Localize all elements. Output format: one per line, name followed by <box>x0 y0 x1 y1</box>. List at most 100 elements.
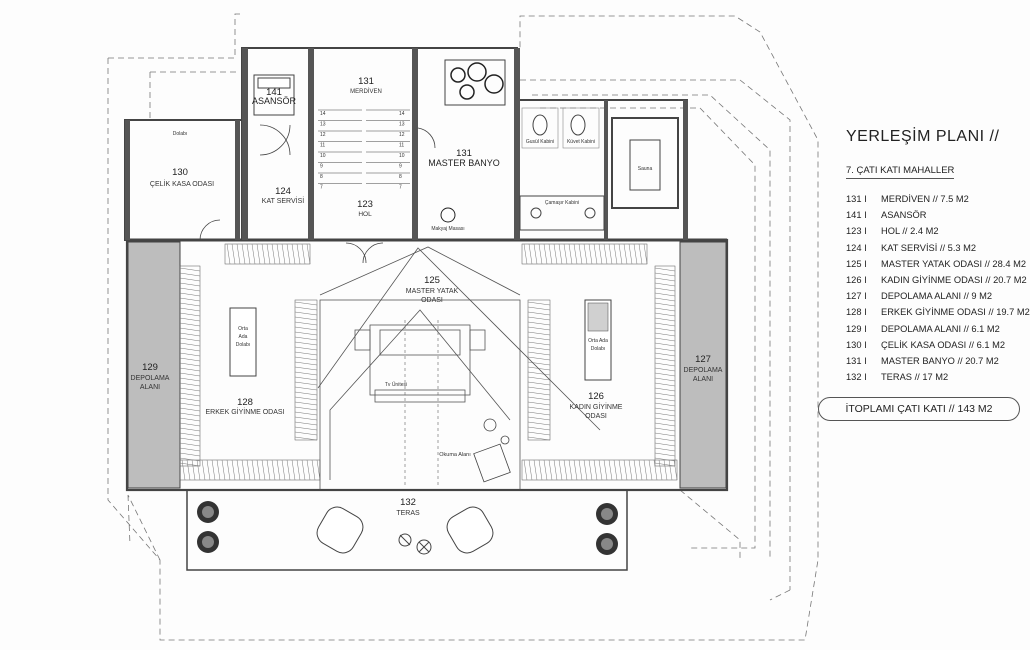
orta-ada-right-2: Dolabı <box>591 346 605 352</box>
room-124-name: KAT SERVİSİ <box>262 196 304 205</box>
stair-lines <box>318 109 410 184</box>
room-131b-num: 131 <box>456 148 472 159</box>
stair-number-left: 9 <box>320 164 323 170</box>
orta-ada-left-3: Dolabı <box>236 342 250 348</box>
room-129-num: 129 <box>142 362 158 373</box>
room-127-name2: ALANI <box>693 376 713 383</box>
room-129-name1: DEPOLAMA <box>131 375 170 382</box>
legend-item-code: 127 I <box>846 291 867 302</box>
legend-item-code: 131 I <box>846 356 867 367</box>
stair-number-left: 7 <box>320 185 323 191</box>
room-126-name1: KADIN GİYİNME <box>570 402 623 411</box>
legend-item-text: MASTER BANYO // 20.7 M2 <box>881 356 999 367</box>
room-labels: 141 ASANSÖR 131 MERDİVEN 131 MASTER BANY… <box>131 76 723 517</box>
stair-number-right: 8 <box>399 174 402 180</box>
room-131-num: 131 <box>358 76 374 87</box>
bath-plants <box>440 59 506 223</box>
small-labels: Dolabı Gusül Kabini Küvet Kabini Sauna Ç… <box>173 131 653 458</box>
makyaj-label: Makyaj Masası <box>431 226 464 232</box>
room-132-num: 132 <box>400 497 416 508</box>
room-125-name1: MASTER YATAK <box>406 288 459 295</box>
total-area: İTOPLAMI ÇATI KATI // 143 M2 <box>818 397 1020 421</box>
closet-hatch <box>179 243 678 481</box>
legend-item-text: TERAS // 17 M2 <box>881 372 949 383</box>
legend-item-code: 126 I <box>846 275 867 286</box>
reading-chair <box>473 418 511 483</box>
legend-item: 132 I TERAS // 17 M2 <box>846 369 1024 385</box>
sauna <box>611 117 679 209</box>
walls <box>124 47 729 492</box>
stair-number-left: 14 <box>320 111 326 117</box>
room-128-num: 128 <box>237 397 253 408</box>
room-141-num: 141 <box>266 87 282 98</box>
plant-icons <box>197 501 618 555</box>
legend-item-text: MASTER YATAK ODASI // 28.4 M2 <box>881 258 1027 269</box>
room-123-num: 123 <box>357 199 373 210</box>
stair-number-left: 12 <box>320 132 326 138</box>
legend-item: 125 I MASTER YATAK ODASI // 28.4 M2 <box>846 256 1027 272</box>
room-131b-name: MASTER BANYO <box>428 158 500 168</box>
legend-item: 124 I KAT SERVİSİ // 5.3 M2 <box>846 240 1024 256</box>
legend-item-code: 123 I <box>846 226 867 237</box>
orta-ada-right-1: Orta Ada <box>588 338 608 344</box>
legend-item-code: 132 I <box>846 372 867 383</box>
legend-item-code: 128 I <box>846 307 867 318</box>
stair-number-right: 12 <box>399 132 405 138</box>
room-127-name1: DEPOLAMA <box>684 367 723 374</box>
room-130-name: ÇELİK KASA ODASI <box>150 179 214 188</box>
legend-item-code: 124 I <box>846 242 867 253</box>
room-130-num: 130 <box>172 167 188 178</box>
legend-item: 141 I ASANSÖR <box>846 207 1024 223</box>
legend-title: YERLEŞİM PLANI // <box>846 128 1000 145</box>
sauna-label: Sauna <box>638 166 653 172</box>
legend-item: 131 I MASTER BANYO // 20.7 M2 <box>846 353 1024 369</box>
stair-number-left: 10 <box>320 153 326 159</box>
roof-outline <box>107 13 819 641</box>
legend-item: 130 I ÇELİK KASA ODASI // 6.1 M2 <box>846 337 1024 353</box>
legend-item: 123 I HOL // 2.4 M2 <box>846 223 1024 239</box>
room-141-name: ASANSÖR <box>252 96 297 106</box>
legend-item-text: ERKEK GİYİNME ODASI // 19.7 M2 <box>881 307 1030 318</box>
stair-number-right: 11 <box>399 143 404 149</box>
stair-number-left: 8 <box>320 174 323 180</box>
legend-subtitle: 7. ÇATI KATI MAHALLER <box>846 165 955 179</box>
orta-ada-left-2: Ada <box>239 334 248 340</box>
legend-item-text: KAT SERVİSİ // 5.3 M2 <box>881 242 977 253</box>
camasir-label: Çamaşır Kabini <box>545 200 579 206</box>
gusul-label: Gusül Kabini <box>526 139 554 145</box>
ridge-lines <box>404 320 439 485</box>
room-132-name: TERAS <box>396 510 420 517</box>
legend: YERLEŞİM PLANI // 7. ÇATI KATI MAHALLER … <box>846 128 1030 385</box>
kuvet-label: Küvet Kabini <box>567 139 595 145</box>
laundry <box>519 195 605 231</box>
island-left <box>229 307 257 377</box>
tv-label: Tv Ünitesi <box>385 381 407 388</box>
legend-item-code: 130 I <box>846 339 867 350</box>
legend-item-code: 129 I <box>846 323 867 334</box>
wall-fills <box>125 48 688 240</box>
orta-ada-left-1: Orta <box>238 326 248 332</box>
elevator-box <box>253 74 295 116</box>
side-table-icons <box>398 533 432 555</box>
doors <box>199 124 436 264</box>
storage-127-fill <box>679 241 727 489</box>
toilets <box>532 114 586 136</box>
okuma-label: Okuma Alanı <box>439 452 471 458</box>
legend-item-text: ÇELİK KASA ODASI // 6.1 M2 <box>881 339 1006 350</box>
legend-item-text: HOL // 2.4 M2 <box>881 226 939 237</box>
room-126-num: 126 <box>588 391 604 402</box>
legend-item-text: ASANSÖR <box>881 210 927 221</box>
stair-number-right: 10 <box>399 153 405 159</box>
legend-item-code: 141 I <box>846 210 867 221</box>
legend-item-text: MERDİVEN // 7.5 M2 <box>881 194 969 204</box>
room-126-name2: ODASI <box>585 413 607 420</box>
legend-item-code: 125 I <box>846 258 867 269</box>
bed <box>354 324 486 403</box>
